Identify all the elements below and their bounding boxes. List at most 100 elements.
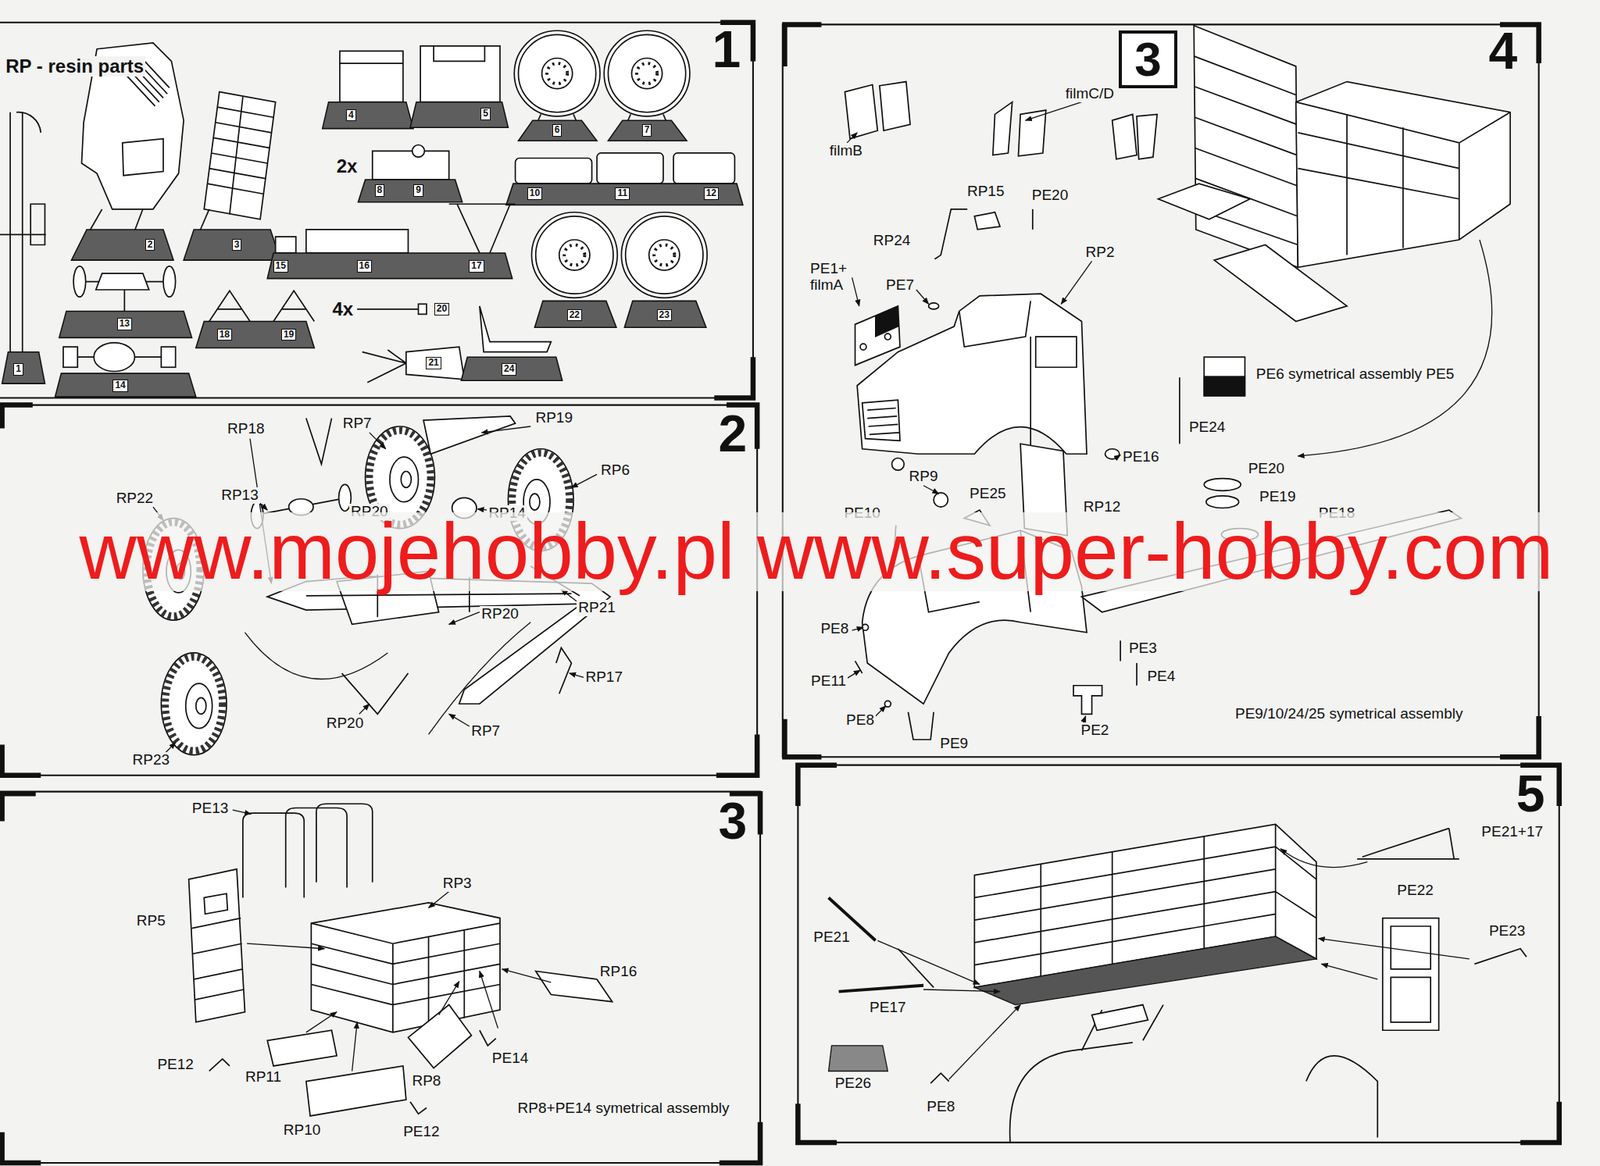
step-number: 5 <box>1514 767 1547 820</box>
part-number-box: 9 <box>413 184 424 197</box>
leader-line <box>232 810 252 815</box>
leader-line <box>449 714 470 727</box>
part-label: filmB <box>828 142 865 160</box>
cab-drawing <box>1214 245 1347 322</box>
resin-part-drawing <box>160 346 175 368</box>
resin-part-drawing <box>123 289 125 311</box>
panel-frame <box>2 22 1560 1164</box>
part-label: PE22 <box>1395 882 1435 900</box>
resin-part-drawing <box>607 34 686 112</box>
leader-line <box>260 503 268 511</box>
resin-part-drawing <box>275 236 297 254</box>
part-label: RP9 <box>907 468 940 486</box>
part-number-box: 24 <box>501 363 517 376</box>
leader-line <box>877 849 1470 1080</box>
part-number: 6 <box>554 125 561 136</box>
part-number-box: 8 <box>375 184 386 197</box>
cab-drawing <box>1105 449 1120 460</box>
resin-part-drawing <box>410 102 508 129</box>
resin-part-drawing <box>93 342 135 372</box>
leader-line <box>560 589 578 603</box>
part-label: RP15 <box>965 183 1007 200</box>
part-number-box: 7 <box>642 124 653 137</box>
resin-part-drawing <box>207 96 274 215</box>
resin-part-drawing <box>339 62 404 65</box>
leader-line <box>1318 939 1470 960</box>
part-label: PE8 <box>925 1099 957 1116</box>
quantity-mark: 2x <box>335 156 360 177</box>
step-number: 3 <box>716 795 749 847</box>
leader-line <box>877 940 980 985</box>
part-number-box: 10 <box>527 187 543 200</box>
cargo-body-drawing <box>209 1030 497 1115</box>
resin-part-drawing <box>515 158 593 185</box>
resin-part-drawing <box>406 346 465 380</box>
part-label: PE9 <box>938 735 970 753</box>
assembly-note: RP8+PE14 symetrical assembly <box>516 1100 732 1118</box>
part-number-box: 20 <box>434 303 450 316</box>
resin-part-drawing <box>607 120 687 141</box>
cargo-bed-drawing <box>828 1046 889 1072</box>
part-label: RP17 <box>583 669 625 686</box>
resin-part-drawing <box>71 229 174 261</box>
leader-line <box>1321 964 1378 980</box>
resin-part-drawing <box>372 150 450 180</box>
part-number: 24 <box>503 364 515 375</box>
resin-part-drawing <box>534 300 616 328</box>
cargo-bed-drawing <box>1092 1005 1149 1032</box>
cab-drawing <box>1112 114 1137 159</box>
resin-part-drawing <box>460 357 562 381</box>
cargo-bed-drawing <box>1010 1005 1379 1143</box>
part-label: RP22 <box>114 490 156 508</box>
part-number-box: 15 <box>273 260 289 273</box>
leader-line <box>477 509 488 511</box>
cargo-body-drawing <box>267 1030 337 1067</box>
leader-line <box>232 810 552 1072</box>
resin-part-drawing <box>653 245 675 266</box>
cargo-body-drawing <box>189 803 613 1117</box>
cab-drawing <box>844 84 878 139</box>
cargo-body-drawing <box>242 803 373 898</box>
cargo-bed-drawing <box>1390 926 1431 970</box>
resin-part-drawing <box>63 346 78 368</box>
resin-part-drawing <box>183 229 281 261</box>
part-label: RP13 <box>219 487 261 504</box>
resin-part-drawing <box>542 58 573 90</box>
leader-line <box>481 426 531 433</box>
part-label: PE3 <box>1127 640 1159 658</box>
part-number-box: 16 <box>357 260 372 273</box>
resin-part-drawing <box>59 310 193 338</box>
panel-frame <box>0 792 761 1164</box>
part-number-box: 18 <box>217 328 233 342</box>
part-number-box: 11 <box>614 187 630 200</box>
leader-line <box>502 969 552 983</box>
leader-line <box>1060 260 1092 304</box>
resin-part-drawing <box>55 373 197 397</box>
part-label: PE1+ filmA <box>808 260 849 294</box>
cargo-bed-drawing <box>828 824 1527 1143</box>
quantity-mark: 4x <box>331 299 356 320</box>
part-label: RP23 <box>131 752 172 769</box>
cab-drawing <box>992 102 1013 156</box>
part-label: PE2 <box>1079 722 1111 740</box>
cargo-body-drawing <box>189 869 246 1023</box>
resin-part-drawing <box>16 112 41 133</box>
part-number-box: 3 <box>232 239 243 252</box>
resin-part-drawing <box>203 92 275 220</box>
part-label: PE17 <box>867 1000 908 1017</box>
part-label: PE8 <box>844 712 876 729</box>
chassis-drawing <box>529 493 540 511</box>
cargo-bed-drawing <box>1390 977 1431 1022</box>
cargo-body-drawing <box>306 1066 407 1117</box>
resin-part-drawing <box>649 239 680 271</box>
resin-part-drawing <box>535 216 614 294</box>
sheet-title: RP - resin parts <box>3 56 146 77</box>
cab-drawing <box>1203 478 1241 492</box>
part-label: PE21+17 <box>1479 824 1545 841</box>
part-label: RP7 <box>469 723 502 740</box>
part-number: 15 <box>275 260 286 272</box>
resin-part-drawing <box>673 153 735 184</box>
step-number: 4 <box>1487 25 1520 77</box>
part-label: PE26 <box>833 1075 873 1093</box>
part-number-box: 1 <box>13 363 24 376</box>
